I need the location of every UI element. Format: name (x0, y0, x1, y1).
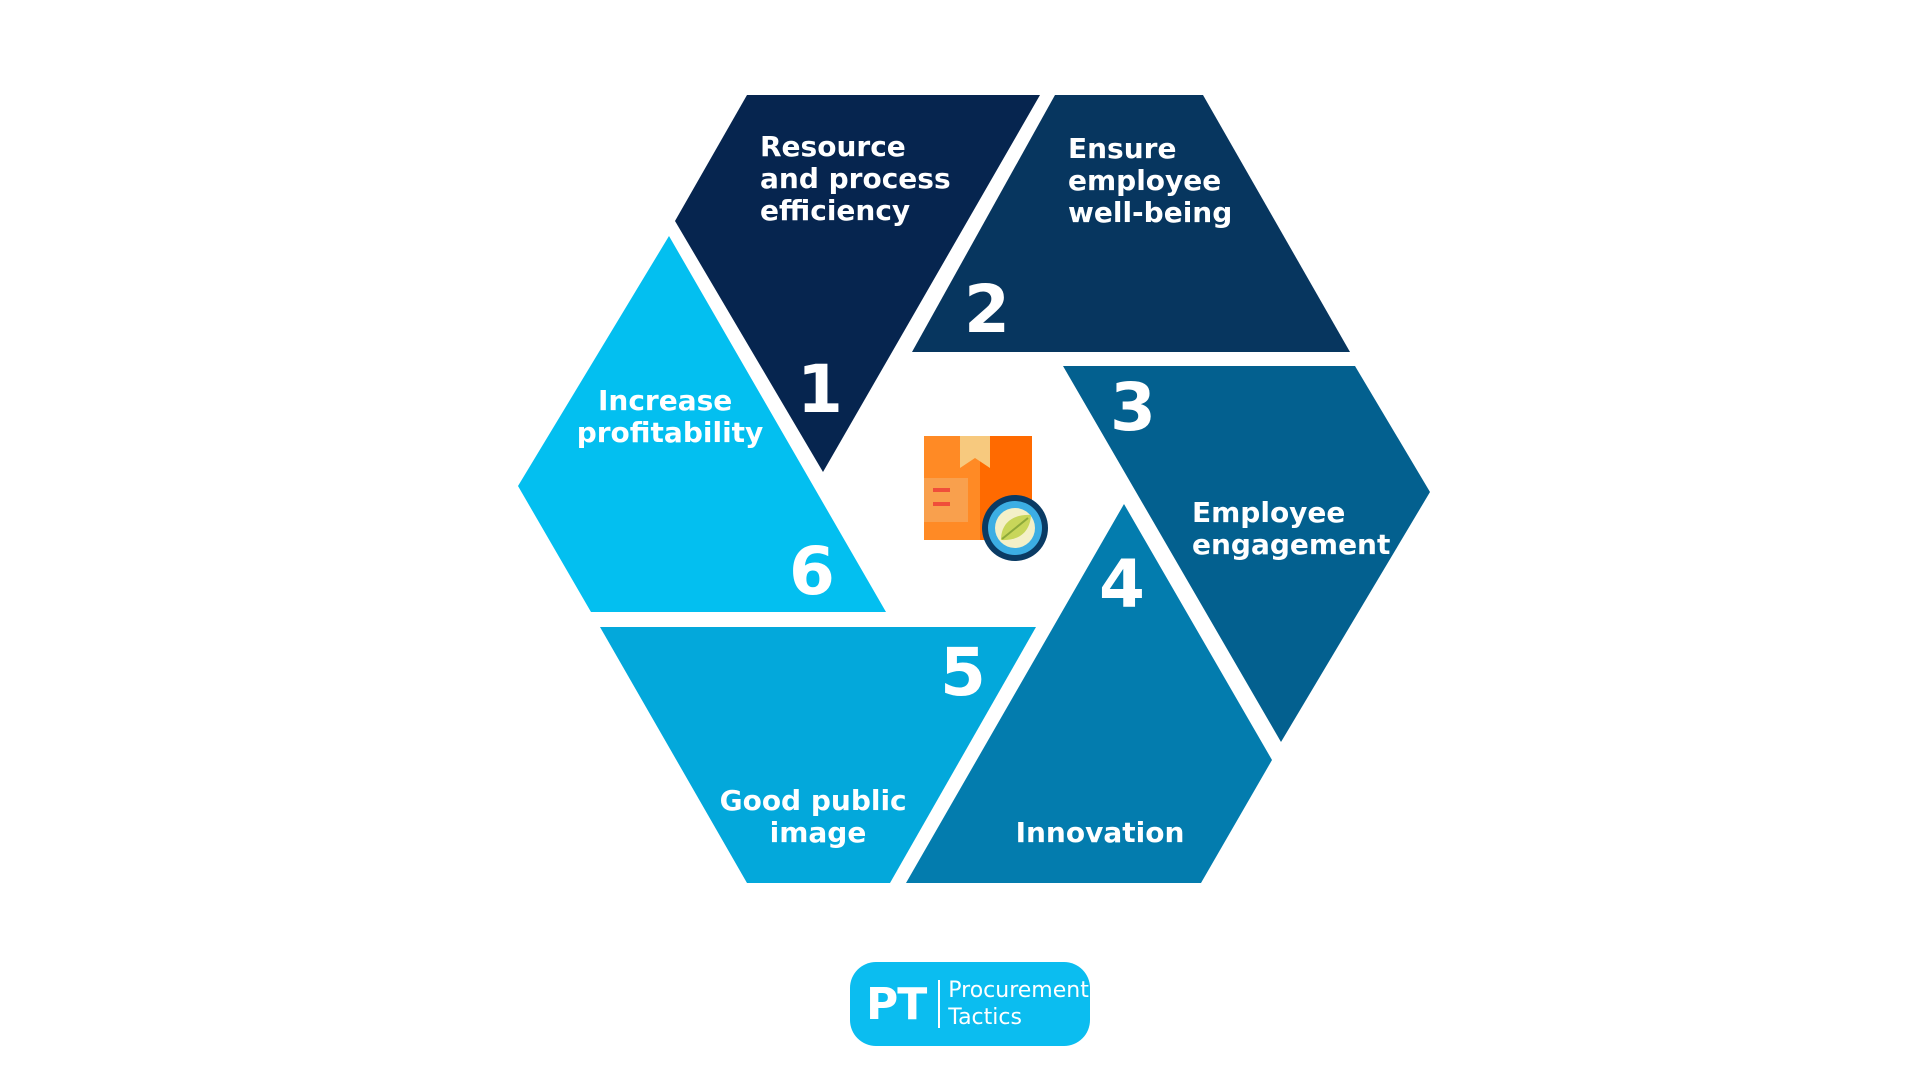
segment-3-label-line-2: engagement (1192, 528, 1390, 561)
segment-4: Innovation 4 (906, 504, 1272, 883)
logo-divider (938, 980, 941, 1028)
segment-1-shape (675, 95, 1040, 472)
segment-2-label-line-2: employee (1068, 164, 1221, 197)
brand-logo: PT Procurement Tactics (850, 962, 1090, 1046)
segment-6-label-line-1: Increase (598, 384, 732, 417)
segment-3: Employee engagement 3 (1063, 366, 1430, 742)
segment-2-label: Ensure employee well-being (1068, 132, 1232, 229)
segment-4-label-line-1: Innovation (1016, 816, 1185, 849)
segment-1-label-line-1: Resource (760, 130, 906, 163)
segment-4-shape (906, 504, 1272, 883)
segment-3-shape (1063, 366, 1430, 742)
segment-3-number: 3 (1110, 369, 1156, 446)
segment-5-number: 5 (940, 634, 986, 711)
segment-2-label-line-3: well-being (1068, 196, 1232, 229)
segment-1-label-line-2: and process (760, 162, 951, 195)
segment-3-label-line-1: Employee (1192, 496, 1345, 529)
segment-6-label-line-2: profitability (577, 416, 764, 449)
segment-3-label: Employee engagement (1192, 496, 1390, 561)
segment-5-label-line-2: image (770, 816, 867, 849)
segment-5-label: Good public image (720, 784, 917, 849)
logo-line-2: Tactics (948, 1005, 1022, 1030)
segment-5-label-line-1: Good public (720, 784, 907, 817)
segment-6: Increase profitability 6 (518, 236, 886, 612)
segment-4-label: Innovation (1016, 816, 1185, 849)
eco-package-icon (924, 436, 1048, 561)
segment-1-label-line-3: efficiency (760, 194, 910, 227)
logo-line-1: Procurement (948, 978, 1089, 1003)
segment-2-number: 2 (964, 271, 1010, 348)
logo-wordmark: Procurement Tactics (948, 977, 1089, 1031)
segment-6-label: Increase profitability (577, 384, 764, 449)
segment-5: Good public image 5 (600, 627, 1036, 883)
segment-4-number: 4 (1099, 546, 1145, 623)
segment-1-label: Resource and process efficiency (760, 130, 960, 227)
segment-1-number: 1 (797, 351, 843, 428)
segment-1: Resource and process efficiency 1 (675, 95, 1040, 472)
segment-6-shape (518, 236, 886, 612)
segment-2-shape (912, 95, 1350, 352)
segment-5-shape (600, 627, 1036, 883)
segment-6-number: 6 (789, 533, 835, 610)
segment-2: Ensure employee well-being 2 (912, 95, 1350, 352)
logo-mark: PT (866, 978, 927, 1030)
segment-2-label-line-1: Ensure (1068, 132, 1176, 165)
